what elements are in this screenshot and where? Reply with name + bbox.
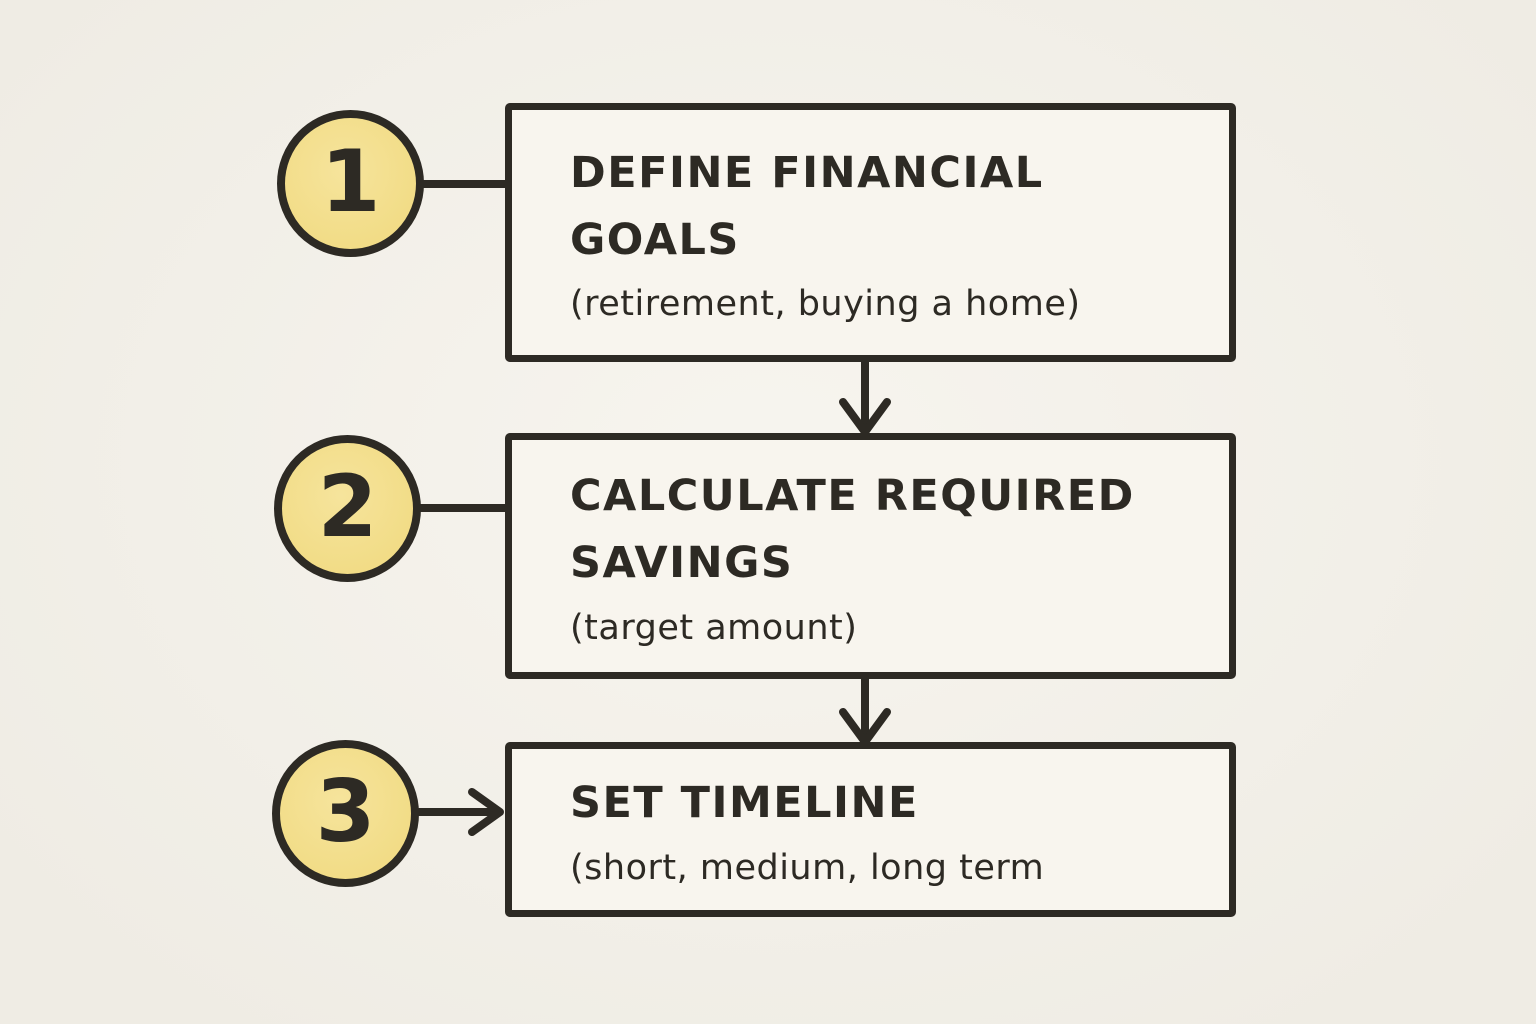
step-2-subtitle: (target amount) bbox=[570, 607, 858, 648]
step-1-subtitle: (retirement, buying a home) bbox=[570, 284, 1081, 325]
flow-arrow-down-icon bbox=[839, 676, 891, 746]
step-3-subtitle: (short, medium, long term bbox=[570, 847, 1045, 888]
step-1-title: DEFINE FINANCIAL GOALS bbox=[570, 147, 1044, 265]
step-3-number: 3 bbox=[315, 761, 376, 862]
flow-arrow-down-icon bbox=[839, 360, 891, 436]
step-1-box: DEFINE FINANCIAL GOALS (retirement, buyi… bbox=[505, 103, 1236, 362]
step-2-connector-line bbox=[415, 504, 510, 512]
step-1-connector-line bbox=[418, 180, 510, 188]
step-3-arrow-right-icon bbox=[412, 788, 504, 836]
step-2-box: CALCULATE REQUIRED SAVINGS (target amoun… bbox=[505, 433, 1236, 679]
step-3-title: SET TIMELINE bbox=[570, 778, 919, 829]
step-3-number-badge: 3 bbox=[272, 740, 419, 887]
step-2-title: CALCULATE REQUIRED SAVINGS bbox=[570, 471, 1135, 588]
step-1-number: 1 bbox=[320, 131, 381, 232]
step-2-number: 2 bbox=[317, 456, 378, 557]
step-1-number-badge: 1 bbox=[277, 110, 424, 257]
step-2-number-badge: 2 bbox=[274, 435, 421, 582]
step-3-box: SET TIMELINE (short, medium, long term bbox=[505, 742, 1236, 917]
